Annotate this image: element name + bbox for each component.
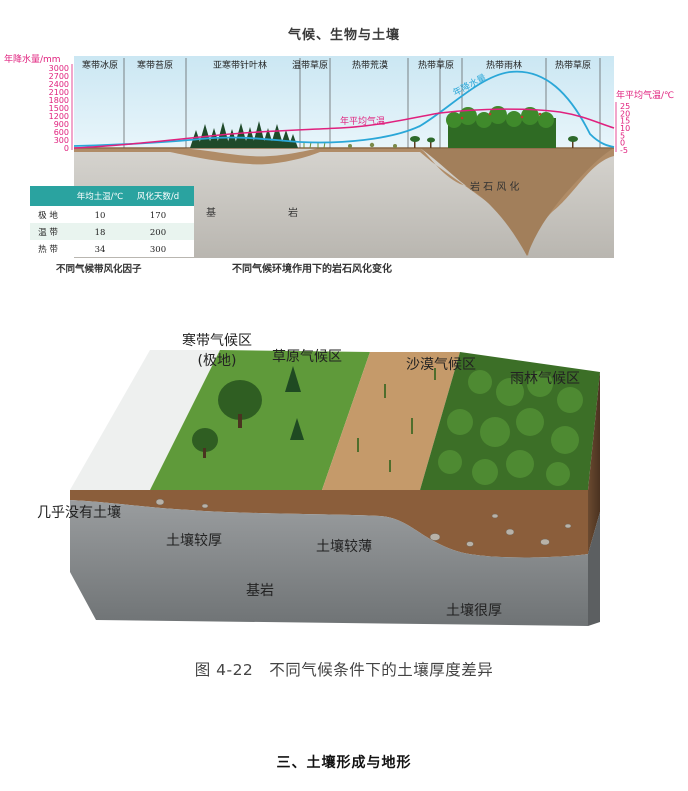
rainforest <box>446 106 556 148</box>
no-soil-label: 几乎没有土壤 <box>37 505 121 521</box>
figure1-title: 气候、生物与土壤 <box>287 28 400 43</box>
temperature-curve <box>73 108 615 149</box>
thin-soil-label: 土壤较薄 <box>316 539 372 555</box>
table-header-cell: 风化天数/d <box>137 191 179 202</box>
desert-shrubs <box>348 142 397 148</box>
bedrock-front-face <box>70 500 588 626</box>
zone-label: 温带草原 <box>292 59 328 71</box>
table-header-row <box>30 186 194 206</box>
cold-zone-label: 寒带气候区 (极地) <box>182 333 252 369</box>
bedrock-label: 基 <box>206 206 216 219</box>
thick-soil-label: 土壤较厚 <box>166 533 222 549</box>
weathering-factor-table: 年均土温/℃ 风化天数/d 极 地 10 170 温 带 18 200 热 带 … <box>30 186 194 257</box>
soil-right-face <box>588 372 600 554</box>
section-heading: 三、土壤形成与地形 <box>276 755 412 771</box>
y-left-tick-label: 900 <box>54 120 69 129</box>
zone-labels: 寒带冰原 寒带苔原 亚寒带针叶林 温带草原 热带荒漠 热带草原 热带雨林 热带草… <box>82 59 591 71</box>
table-cell: 温 带 <box>38 227 58 238</box>
rainforest-canopy <box>438 370 583 486</box>
y-left-tick-label: 2100 <box>49 88 69 97</box>
y-left-tick-label: 300 <box>54 136 69 145</box>
y-left-tick-label: 2400 <box>49 80 69 89</box>
grassland-zone-label: 草原气候区 <box>272 349 342 365</box>
y-left-tick-label: 1200 <box>49 112 69 121</box>
zone-label: 热带雨林 <box>486 59 522 71</box>
table-cell: 170 <box>150 211 166 221</box>
desert-cacti <box>357 368 436 472</box>
table-cell: 200 <box>150 228 166 238</box>
zone-label: 寒带冰原 <box>82 59 118 71</box>
y-right-tick-label: 5 <box>620 131 625 140</box>
rainforest-surface <box>420 352 600 490</box>
bedrock-right-face <box>588 512 600 626</box>
zone-label: 寒带苔原 <box>137 59 173 71</box>
zone-label: 亚寒带针叶林 <box>213 59 267 71</box>
soil-front-face <box>70 490 588 558</box>
y-right-tick-label: 20 <box>620 109 630 118</box>
y-left-tick-label: 0 <box>64 144 69 153</box>
table-cell: 18 <box>95 228 106 238</box>
y-right-tick-label: 0 <box>620 139 625 148</box>
desert-surface <box>322 352 460 490</box>
zone-label: 热带草原 <box>555 59 591 71</box>
polar-snow-surface <box>70 350 220 490</box>
zone-label: 热带草原 <box>418 59 454 71</box>
y-right-axis-label: 年平均气温/℃ <box>616 89 674 101</box>
table-header-cell: 年均土温/℃ <box>77 191 124 202</box>
y-left-tick-label: 2700 <box>49 72 69 81</box>
rainforest-zone-label: 雨林气候区 <box>510 371 580 387</box>
y-right-tick-label: 25 <box>620 102 630 111</box>
y-right-tick-label: 15 <box>620 117 630 126</box>
y-right-tick-label: 10 <box>620 124 630 133</box>
y-left-tick-label: 1500 <box>49 104 69 113</box>
zone-label: 热带荒漠 <box>352 59 388 71</box>
table-row <box>30 223 194 240</box>
grassland-trees <box>192 366 304 458</box>
y-left-axis-label: 年降水量/mm <box>4 53 61 65</box>
very-thick-soil-label: 土壤很厚 <box>446 603 502 619</box>
table-cell: 极 地 <box>38 210 58 221</box>
precipitation-curve <box>73 70 615 148</box>
soil-thickness-block-diagram <box>70 350 600 626</box>
desert-zone-label: 沙漠气候区 <box>406 357 476 373</box>
temperature-label: 年平均气温 <box>340 115 385 127</box>
bedrock-label: 岩 <box>288 206 298 219</box>
table-cell: 热 带 <box>38 244 58 255</box>
y-left-tick-label: 1800 <box>49 96 69 105</box>
table-cell: 34 <box>95 245 106 255</box>
soil-pebbles <box>155 498 572 547</box>
figure-caption: 图 4-22 不同气候条件下的土壤厚度差异 <box>194 661 494 679</box>
table-cell: 10 <box>95 211 106 221</box>
savanna-trees <box>410 136 578 148</box>
y-right-tick-label: -5 <box>620 146 628 155</box>
table-caption: 不同气候带风化因子 <box>56 263 142 275</box>
bedrock-label: 基岩 <box>246 583 274 599</box>
y-left-tick-label: 3000 <box>49 64 69 73</box>
table-row <box>30 240 194 257</box>
table-cell: 300 <box>150 245 166 255</box>
zone-separators <box>123 58 601 148</box>
y-left-tick-label: 600 <box>54 128 69 137</box>
figure1-caption: 不同气候环境作用下的岩石风化变化 <box>232 262 392 275</box>
table-row <box>30 206 194 223</box>
weathering-label: 岩 石 风 化 <box>470 180 520 193</box>
deep-soil <box>420 148 614 256</box>
weathering-diagram: 寒带冰原 寒带苔原 亚寒带针叶林 温带草原 热带荒漠 热带草原 热带雨林 热带草… <box>4 53 674 275</box>
